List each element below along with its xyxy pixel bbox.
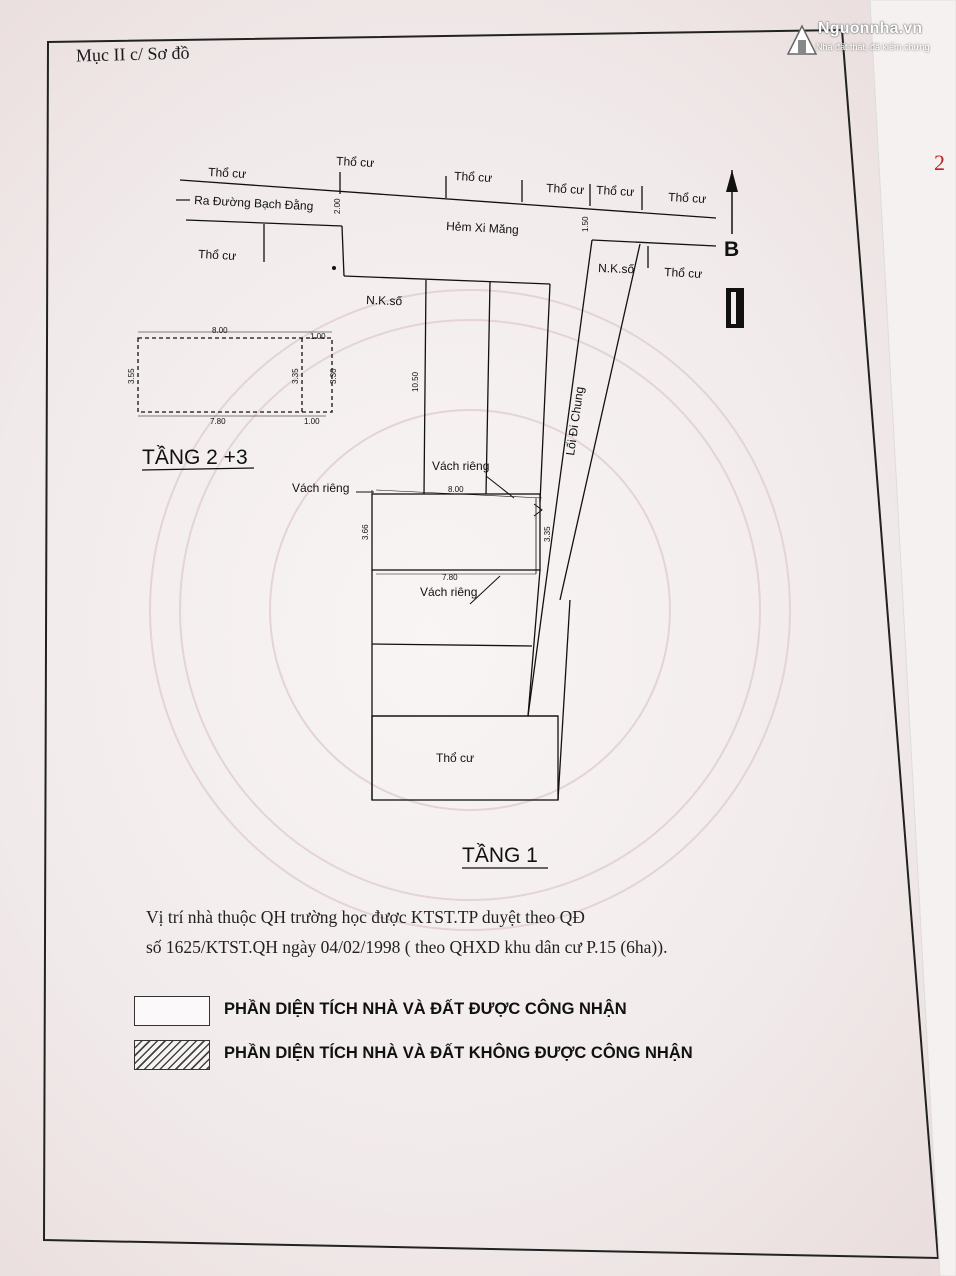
label-road-out: Ra Đường Bạch Đằng [194,192,314,213]
label-private-wall-3: Vách riêng [420,585,477,599]
alley-lower-edge-right [591,239,717,247]
legend-label-not-recognized: PHẦN DIỆN TÍCH NHÀ VÀ ĐẤT KHÔNG ĐƯỢC CÔN… [224,1044,693,1062]
dim-upper-width-small: 1.00 [310,332,326,341]
label-tho-cu-3: Thổ cư [454,169,493,185]
dim-upper-mid: 3.35 [291,368,300,384]
label-nk-so-2: N.K.số [598,261,635,276]
label-nk-so-1: N.K.số [366,293,403,308]
planning-note-line-1: Vị trí nhà thuộc QH trường học được KTST… [146,907,585,927]
arrow-private-wall [469,575,501,605]
neighbor-divider [485,281,491,495]
dim-upper-bottom: 7.80 [210,417,226,426]
dim-line [375,489,543,499]
dim-upper-right: 3.30 [329,368,338,384]
label-tho-cu-8: Thổ cư [664,265,703,281]
label-tho-cu-rear: Thổ cư [436,751,474,765]
common-path-right-lower [557,599,571,801]
floor-upper-title: TẦNG 2 +3 [142,446,248,469]
dim-depth: 10.50 [411,371,420,392]
watermark-tagline: Nhà đất thật, đã kiểm chứng [816,42,930,52]
alley-lower-edge-left [185,219,343,227]
alley-upper-edge [179,179,717,219]
upper-floor-outline [137,337,333,413]
label-tho-cu-4: Thổ cư [546,181,585,197]
neighbor-divider [423,279,427,495]
dim-alley-left: 2.00 [333,198,342,214]
label-common-path: Lối Đi Chung [563,386,587,457]
rear-residential-lot [371,715,559,801]
common-path-left [527,239,593,717]
dim-alley-right: 1.50 [581,216,590,232]
legend-swatch-blank [134,996,210,1026]
background-seal [149,289,791,931]
dim-upper-width: 8.00 [212,326,228,335]
lot-left-edge [341,225,345,277]
document-border [42,28,940,1260]
watermark-brand: Nguonnha.vn [818,20,923,37]
lot-right-edge [539,283,551,503]
north-arrow-icon [726,170,744,328]
label-tho-cu-2: Thổ cư [336,154,375,170]
label-private-wall-2: Vách riêng [432,459,489,473]
legend-label-recognized: PHẦN DIỆN TÍCH NHÀ VÀ ĐẤT ĐƯỢC CÔNG NHẬN [224,1000,627,1018]
ground-floor-right-wall [527,569,541,717]
arrow-private-wall [485,475,515,499]
label-north-b: B [724,238,739,261]
label-tho-cu-6: Thổ cư [668,190,707,206]
label-tho-cu-7: Thổ cư [198,247,237,263]
legend-swatch-hatched [134,1040,210,1070]
dim-ground-left: 3.66 [361,524,370,540]
survey-point-icon [332,266,336,270]
dim-ground-right: 3.35 [543,526,552,542]
label-private-wall-1: Vách riêng [292,481,349,495]
dim-upper-bottom-small: 1.00 [304,417,320,426]
lot-front-edge [343,275,551,285]
dim-ground-top: 8.00 [448,485,464,494]
floor-upper-underline [141,467,255,471]
floor-ground-title: TẦNG 1 [462,844,538,867]
watermark-logo-icon [786,24,818,55]
dim-upper-left: 3.55 [127,368,136,384]
ground-floor-partition [371,643,533,647]
common-path-right [559,243,641,601]
door-mark-icon [533,503,543,517]
next-page-edge [869,0,956,1276]
label-tho-cu-1: Thổ cư [208,165,247,181]
label-alley: Hẻm Xi Măng [446,219,519,237]
ground-floor-room [371,493,541,571]
label-tho-cu-5: Thổ cư [596,183,635,199]
dim-ground-bottom: 7.80 [442,573,458,582]
planning-note-line-2: số 1625/KTST.QH ngày 04/02/1998 ( theo Q… [146,937,668,957]
planning-note: Vị trí nhà thuộc QH trường học được KTST… [146,902,866,962]
page-number: 2 [934,150,945,175]
